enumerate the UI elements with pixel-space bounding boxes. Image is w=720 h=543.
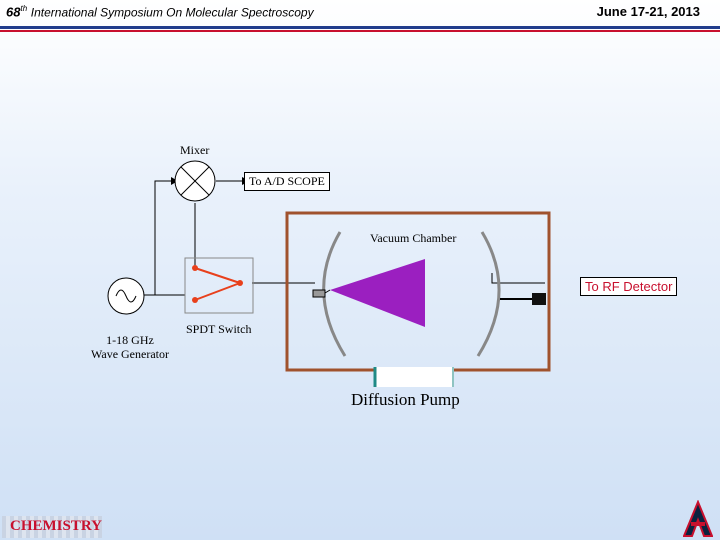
scope-label: To A/D SCOPE xyxy=(244,172,330,191)
spdt-switch-icon xyxy=(184,257,254,314)
chamber-label: Vacuum Chamber xyxy=(370,231,457,245)
header-rule-blue xyxy=(0,26,720,29)
conference-title: 68th International Symposium On Molecula… xyxy=(6,4,314,19)
conference-name: International Symposium On Molecular Spe… xyxy=(30,5,314,20)
wave-generator-icon xyxy=(107,277,145,315)
pump-label: Diffusion Pump xyxy=(351,390,460,409)
chemistry-logo-text: CHEMISTRY xyxy=(10,518,102,534)
university-logo-icon xyxy=(682,499,714,537)
diffusion-pump-port xyxy=(374,367,454,387)
generator-label: 1-18 GHz Wave Generator xyxy=(86,333,174,361)
university-logo xyxy=(682,499,714,538)
mixer-icon xyxy=(174,160,216,202)
rf-detector-label: To RF Detector xyxy=(580,277,678,296)
wiring xyxy=(143,180,545,296)
horn-feed xyxy=(312,289,326,298)
header-rule-red xyxy=(0,30,720,32)
chemistry-logo: CHEMISTRY xyxy=(2,516,102,538)
horn-antenna xyxy=(330,259,425,327)
generator-label-line2: Wave Generator xyxy=(91,347,169,361)
conference-number: 68 xyxy=(6,4,21,20)
wire-to-detector xyxy=(491,273,545,284)
generator-label-line1: 1-18 GHz xyxy=(106,333,154,347)
conference-dates: June 17-21, 2013 xyxy=(596,4,700,19)
rf-detector xyxy=(532,293,546,305)
conference-superscript: th xyxy=(20,4,28,13)
wire-generator-to-mixer xyxy=(154,180,174,295)
mixer-label: Mixer xyxy=(180,143,210,157)
switch-label: SPDT Switch xyxy=(186,322,252,336)
horn-feed-wire xyxy=(324,289,331,294)
mirror-right xyxy=(476,231,501,357)
